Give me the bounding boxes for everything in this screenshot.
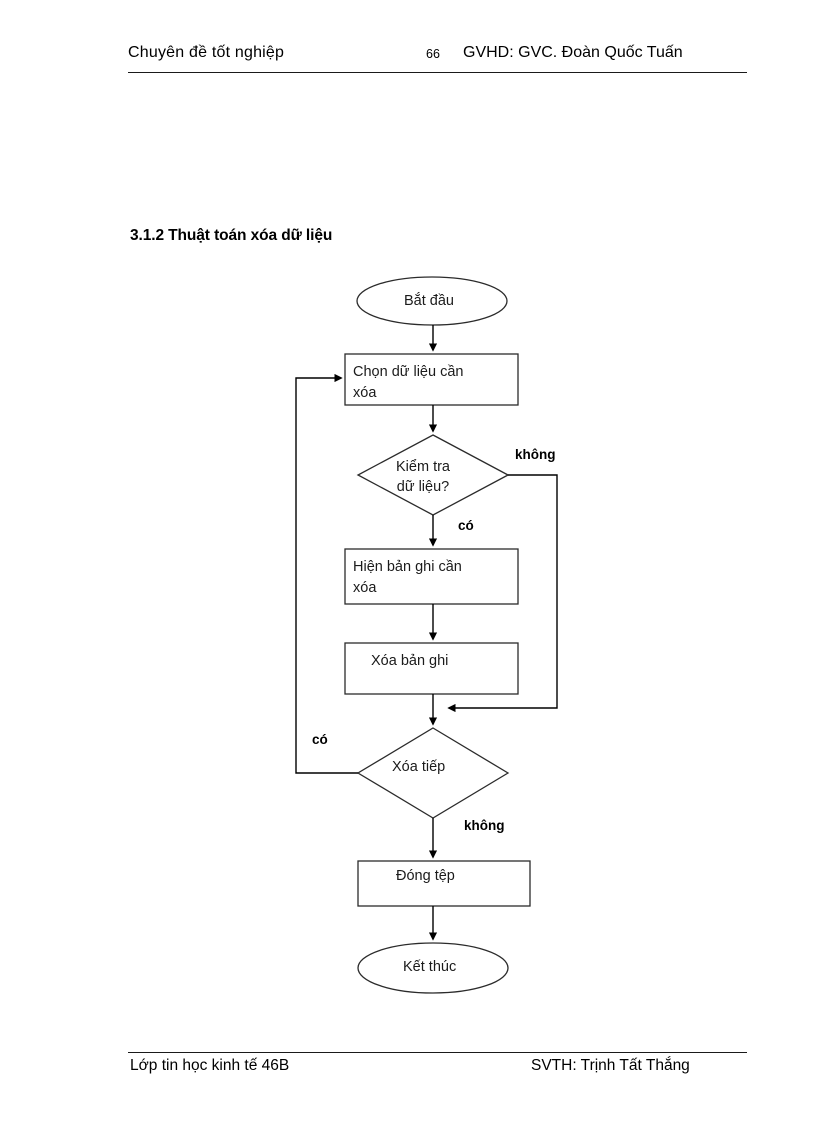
running-header: Chuyên đề tốt nghiệp 66 GVHD: GVC. Đoàn …	[128, 44, 746, 72]
page-number: 66	[426, 47, 440, 61]
section-heading: 3.1.2 Thuật toán xóa dữ liệu	[130, 227, 333, 244]
footer-left-text: Lớp tin học kinh tế 46B	[130, 1057, 290, 1074]
header-divider	[128, 72, 747, 73]
node-end-label: Kết thúc	[403, 959, 457, 975]
edge-label-check-yes: có	[458, 518, 474, 533]
header-left-text: Chuyên đề tốt nghiệp	[128, 44, 285, 61]
node-delete-record-label: Xóa bản ghi	[371, 653, 449, 669]
footer-right-text: SVTH: Trịnh Tất Thắng	[531, 1057, 690, 1074]
node-close-file-label: Đóng tệp	[396, 868, 455, 884]
footer-divider	[128, 1052, 747, 1053]
header-right-text: GVHD: GVC. Đoàn Quốc Tuấn	[463, 44, 683, 61]
node-check-data-label: Kiểm tra dữ liệu?	[396, 459, 450, 495]
node-show-record-label: Hiện bản ghi cần xóa	[353, 559, 462, 597]
edge-check-no-branch	[447, 474, 558, 713]
edge-label-continue-no: không	[464, 818, 505, 833]
edge-continue-yes-loop	[295, 373, 358, 774]
edge-label-continue-yes: có	[312, 732, 328, 747]
node-continue-delete-label: Xóa tiếp	[392, 759, 446, 775]
node-select-data-label: Chọn dữ liệu cần xóa	[353, 364, 464, 402]
node-start-label: Bắt đầu	[404, 293, 454, 309]
edge-label-check-no: không	[515, 447, 556, 462]
